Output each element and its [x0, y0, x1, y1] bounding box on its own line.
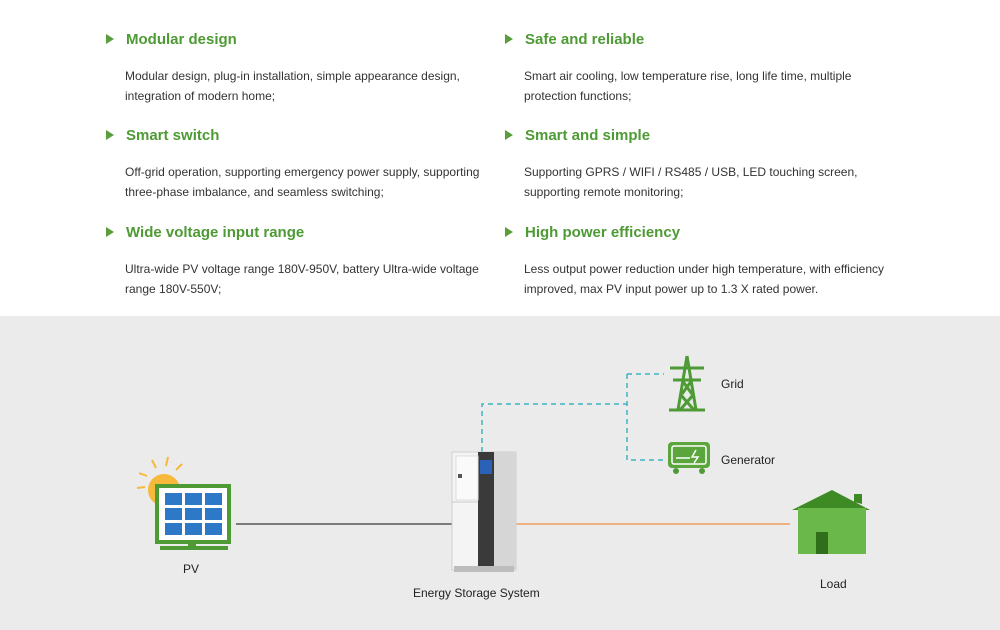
triangle-bullet-icon: [505, 34, 513, 44]
feature-smart-switch: Smart switch Off-grid operation, support…: [104, 124, 484, 202]
feature-wide-voltage: Wide voltage input range Ultra-wide PV v…: [104, 221, 484, 299]
triangle-bullet-icon: [505, 227, 513, 237]
feature-title: Smart switch: [126, 126, 220, 144]
sun-rays: [136, 456, 183, 489]
feature-title: Wide voltage input range: [126, 223, 305, 241]
energy-storage-cabinet-icon: [451, 451, 517, 572]
feature-description: Off-grid operation, supporting emergency…: [125, 165, 480, 199]
feature-title: Safe and reliable: [525, 30, 645, 48]
diagram-canvas: [136, 355, 870, 572]
system-diagram: PV Energy Storage System Grid Generator …: [0, 316, 1000, 630]
feature-description: Ultra-wide PV voltage range 180V-950V, b…: [125, 262, 479, 296]
feature-power-efficiency: High power efficiency Less output power …: [503, 221, 884, 299]
feature-description: Supporting GPRS / WIFI / RS485 / USB, LE…: [524, 165, 858, 199]
feature-description: Modular design, plug-in installation, si…: [125, 69, 460, 103]
feature-smart-simple: Smart and simple Supporting GPRS / WIFI …: [503, 124, 883, 202]
triangle-bullet-icon: [505, 130, 513, 140]
grid-label: Grid: [721, 377, 744, 391]
generator-label: Generator: [721, 453, 776, 467]
grid-dashed-line: [481, 403, 627, 452]
feature-title: High power efficiency: [525, 223, 681, 241]
lcd-screen-icon: [480, 460, 492, 474]
feature-description: Smart air cooling, low temperature rise,…: [524, 69, 852, 103]
triangle-bullet-icon: [106, 34, 114, 44]
features-section: Modular design Modular design, plug-in i…: [104, 28, 884, 299]
feature-modular-design: Modular design Modular design, plug-in i…: [104, 28, 484, 106]
generator-icon: [668, 442, 710, 474]
house-icon: [792, 490, 870, 554]
feature-safe-reliable: Safe and reliable Smart air cooling, low…: [503, 28, 883, 106]
pv-label: PV: [183, 562, 200, 576]
triangle-bullet-icon: [106, 130, 114, 140]
feature-description: Less output power reduction under high t…: [524, 262, 884, 296]
solar-panel-icon: [136, 456, 231, 550]
load-label: Load: [820, 577, 847, 591]
feature-title: Modular design: [126, 30, 237, 48]
triangle-bullet-icon: [106, 227, 114, 237]
feature-title: Smart and simple: [525, 126, 651, 144]
generator-dashed-line: [626, 373, 664, 461]
grid-tower-icon: [669, 355, 705, 412]
ess-label: Energy Storage System: [413, 586, 540, 600]
